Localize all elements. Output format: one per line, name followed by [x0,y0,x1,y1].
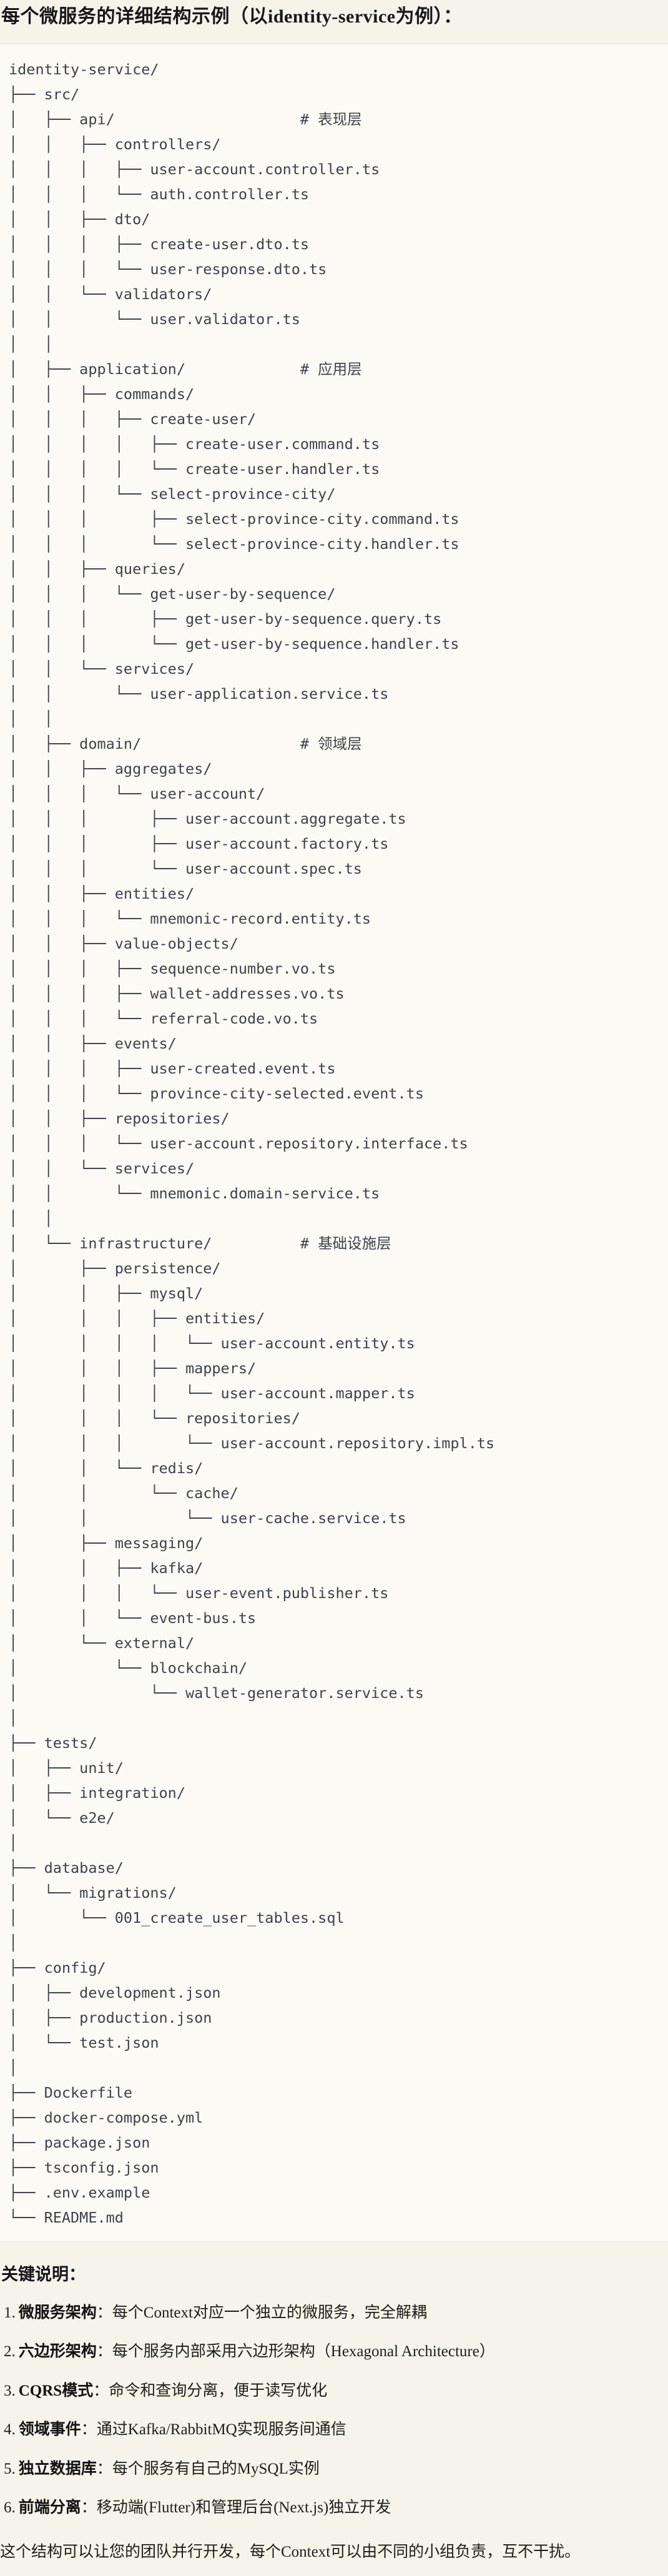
note-term: 独立数据库 [18,2460,97,2477]
note-item: 5.独立数据库：每个服务有自己的MySQL实例 [4,2457,667,2481]
note-item: 3.CQRS模式：命令和查询分离，便于读写优化 [4,2379,667,2403]
note-item: 1.微服务架构：每个Context对应一个独立的微服务，完全解耦 [4,2301,667,2325]
note-number: 3. [4,2382,16,2399]
note-desc: ：通过Kafka/RabbitMQ实现服务间通信 [81,2421,346,2438]
note-desc: ：每个服务内部采用六边形架构（Hexagonal Architecture） [96,2343,495,2360]
note-term: 前端分离 [18,2499,81,2516]
note-number: 2. [4,2343,16,2360]
note-term: 微服务架构 [18,2304,97,2321]
note-desc: ：每个服务有自己的MySQL实例 [96,2460,320,2477]
note-term: CQRS模式 [18,2382,94,2399]
notes-heading: 关键说明： [1,2264,86,2284]
file-tree-code-block: identity-service/ ├── src/ │ ├── api/ # … [0,43,668,2242]
note-number: 1. [4,2304,16,2321]
page-title: 每个微服务的详细结构示例（以identity-service为例）： [1,6,463,27]
note-desc: ：每个Context对应一个独立的微服务，完全解耦 [96,2304,427,2321]
note-number: 4. [4,2421,16,2438]
document-body: 每个微服务的详细结构示例（以identity-service为例）： ident… [0,5,668,2564]
note-item: 4.领域事件：通过Kafka/RabbitMQ实现服务间通信 [4,2418,667,2442]
note-desc: ：移动端(Flutter)和管理后台(Next.js)独立开发 [81,2499,391,2516]
notes-footer: 这个结构可以让您的团队并行开发，每个Context可以由不同的小组负责，互不干扰… [0,2543,581,2560]
note-item: 2.六边形架构：每个服务内部采用六边形架构（Hexagonal Architec… [4,2340,667,2364]
note-term: 六边形架构 [18,2343,97,2360]
note-term: 领域事件 [18,2421,81,2438]
note-number: 6. [4,2499,16,2516]
note-number: 5. [4,2460,16,2477]
note-item: 6.前端分离：移动端(Flutter)和管理后台(Next.js)独立开发 [4,2496,667,2520]
note-desc: ：命令和查询分离，便于读写优化 [93,2382,328,2399]
